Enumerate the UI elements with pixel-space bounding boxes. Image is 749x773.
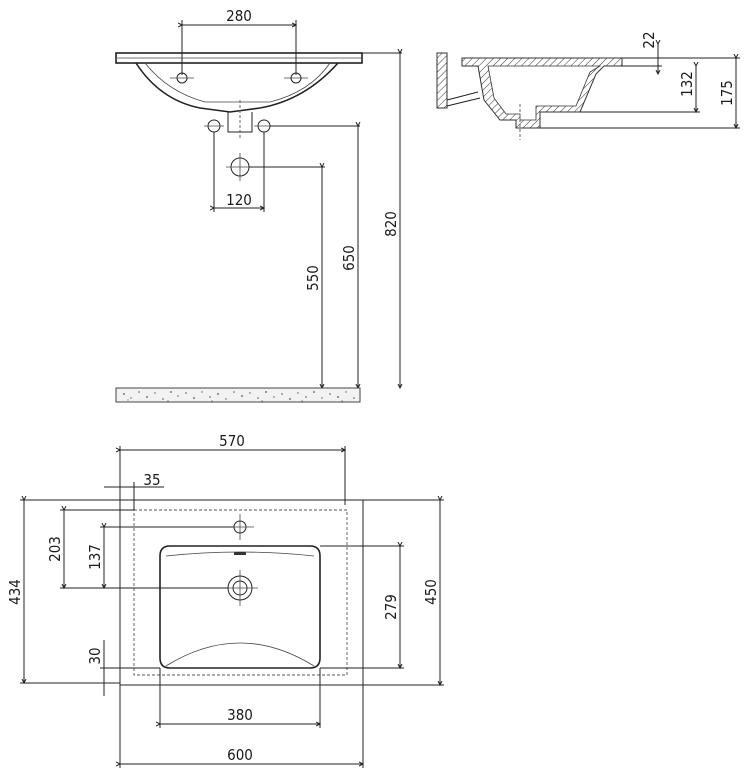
- dim-top-depth-450: 450: [422, 579, 440, 605]
- dim-side-rim: 22: [640, 31, 658, 48]
- dim-top-edge-offset: 35: [143, 471, 160, 489]
- dim-top-bowl-width: 380: [227, 706, 253, 724]
- top-basin-bowl: [159, 545, 321, 669]
- dim-top-depth-203: 203: [46, 536, 64, 562]
- dim-top-depth-137: 137: [86, 544, 104, 570]
- wall-bracket: [436, 52, 448, 109]
- side-section-view: 22 132 175: [436, 31, 740, 140]
- dim-side-total-height: 175: [718, 80, 736, 106]
- front-view: 280 120 550 650 820: [115, 7, 402, 403]
- floor: [115, 387, 361, 403]
- dim-front-height-550: 550: [304, 265, 322, 291]
- dim-front-waste-spacing: 120: [226, 191, 252, 209]
- top-view: 570 35 203 137 434 30 279 45: [6, 432, 444, 768]
- dim-top-bowl-279: 279: [382, 594, 400, 620]
- front-basin-bowl: [135, 62, 339, 113]
- dim-side-bowl-depth: 132: [678, 71, 696, 97]
- dim-top-edge-30: 30: [86, 647, 104, 664]
- top-inner-dashed: [133, 509, 348, 676]
- dim-front-height-650: 650: [340, 245, 358, 271]
- dim-top-total-width: 600: [227, 746, 253, 764]
- dim-front-tap-spacing: 280: [226, 7, 252, 25]
- dim-top-total-434: 434: [6, 579, 24, 605]
- dim-front-height-820: 820: [382, 211, 400, 237]
- dim-top-outer-width: 570: [219, 432, 245, 450]
- floor-texture: [123, 391, 355, 402]
- top-outer-outline: [119, 499, 364, 686]
